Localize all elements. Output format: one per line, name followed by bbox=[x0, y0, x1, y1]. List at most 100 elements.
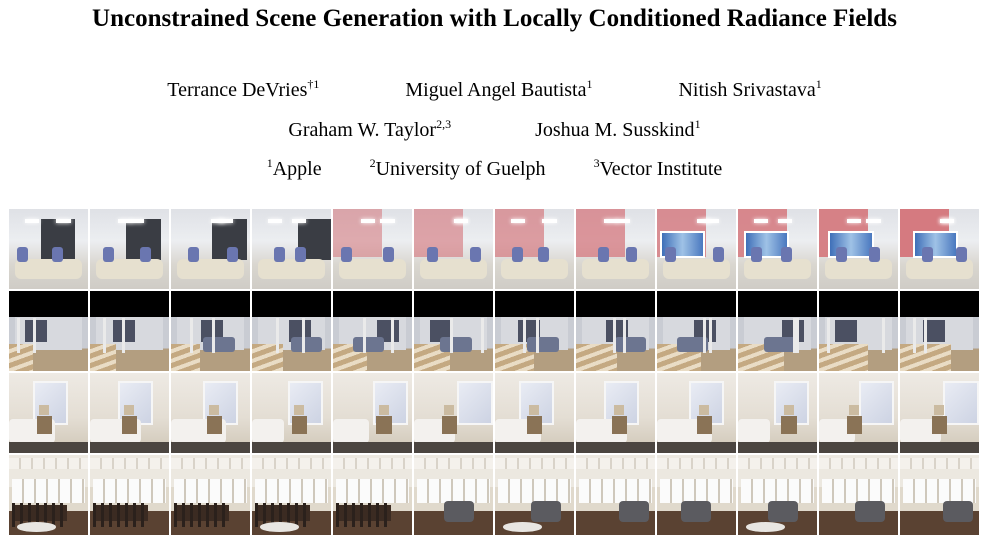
scene-frame-office-meeting-room bbox=[495, 209, 574, 289]
frame-detail bbox=[39, 405, 50, 415]
frame-detail bbox=[90, 458, 169, 470]
frame-detail bbox=[495, 441, 574, 453]
author-miguel-angel-bautista: Miguel Angel Bautista1 bbox=[405, 78, 592, 102]
frame-detail bbox=[768, 501, 799, 523]
frame-detail bbox=[713, 247, 725, 262]
scene-frame-dining-living-room bbox=[9, 455, 88, 535]
scene-frame-dark-room-with-stairs bbox=[414, 291, 493, 371]
frame-detail bbox=[582, 258, 649, 280]
frame-detail bbox=[777, 218, 792, 223]
frame-detail bbox=[103, 318, 107, 354]
frame-detail bbox=[528, 405, 540, 415]
scene-frame-dining-living-room bbox=[738, 455, 817, 535]
frame-detail bbox=[924, 318, 928, 354]
scene-frame-dining-living-room bbox=[819, 455, 898, 535]
frame-detail bbox=[615, 218, 630, 223]
scene-frame-bedroom bbox=[252, 373, 331, 453]
frame-detail bbox=[360, 218, 375, 223]
frame-detail bbox=[866, 218, 881, 223]
frame-detail bbox=[177, 258, 244, 280]
frame-detail bbox=[9, 441, 88, 453]
frame-detail bbox=[333, 458, 412, 470]
frame-detail bbox=[836, 247, 848, 262]
frame-detail bbox=[538, 247, 550, 262]
affiliation-mark: 2 bbox=[369, 156, 376, 170]
frame-detail bbox=[295, 247, 307, 262]
scene-frame-office-meeting-room bbox=[171, 209, 250, 289]
frame-detail bbox=[900, 291, 979, 317]
frame-detail bbox=[855, 501, 886, 523]
author-affiliation-mark: 1 bbox=[694, 117, 701, 131]
frame-detail bbox=[741, 479, 814, 503]
frame-detail bbox=[664, 247, 676, 262]
frame-detail bbox=[291, 416, 308, 434]
frame-detail bbox=[764, 337, 796, 352]
frame-detail bbox=[363, 318, 367, 354]
affiliation-university-of-guelph: 2University of Guelph bbox=[370, 157, 546, 181]
frame-detail bbox=[618, 501, 649, 523]
frame-detail bbox=[9, 291, 88, 317]
frame-detail bbox=[171, 458, 250, 470]
frame-detail bbox=[444, 405, 455, 415]
affiliation-mark: 1 bbox=[266, 156, 273, 170]
frame-detail bbox=[52, 247, 64, 262]
frame-detail bbox=[900, 441, 979, 453]
scene-frame-dark-room-with-stairs bbox=[171, 291, 250, 371]
paper-title: Unconstrained Scene Generation with Loca… bbox=[92, 5, 897, 32]
frame-detail bbox=[819, 458, 898, 470]
frame-detail bbox=[24, 218, 40, 223]
frame-detail bbox=[783, 405, 795, 415]
scene-frame-dark-room-with-stairs bbox=[9, 291, 88, 371]
frame-detail bbox=[15, 258, 82, 280]
frame-detail bbox=[12, 479, 85, 503]
frame-detail bbox=[453, 218, 468, 223]
frame-detail bbox=[444, 501, 475, 523]
frame-detail bbox=[517, 319, 541, 343]
frame-detail bbox=[102, 247, 114, 262]
frame-detail bbox=[457, 381, 493, 425]
frame-detail bbox=[352, 337, 385, 352]
affiliation-list: 1Apple 2University of Guelph 3Vector Ins… bbox=[0, 157, 989, 181]
frame-detail bbox=[16, 247, 28, 262]
scene-frame-dining-living-room bbox=[333, 455, 412, 535]
frame-detail bbox=[598, 247, 610, 262]
frame-detail bbox=[252, 291, 331, 317]
frame-detail bbox=[704, 218, 719, 223]
frame-detail bbox=[289, 319, 312, 343]
scene-frame-bedroom bbox=[819, 373, 898, 453]
frame-detail bbox=[846, 416, 863, 434]
frame-detail bbox=[680, 501, 711, 523]
scene-frame-dining-living-room bbox=[414, 455, 493, 535]
frame-detail bbox=[16, 522, 57, 532]
frame-detail bbox=[781, 247, 793, 262]
frame-detail bbox=[912, 231, 958, 258]
scene-frame-dining-living-room bbox=[657, 455, 736, 535]
frame-detail bbox=[274, 247, 286, 262]
frame-detail bbox=[933, 405, 945, 415]
frame-detail bbox=[481, 318, 485, 354]
frame-detail bbox=[9, 458, 88, 470]
frame-detail bbox=[378, 405, 390, 415]
frame-detail bbox=[9, 343, 33, 371]
scene-frame-dining-living-room bbox=[576, 455, 655, 535]
frame-detail bbox=[502, 522, 543, 532]
scene-frame-office-meeting-room bbox=[9, 209, 88, 289]
scene-frame-dark-room-with-stairs bbox=[495, 291, 574, 371]
frame-detail bbox=[174, 479, 247, 503]
frame-detail bbox=[745, 522, 786, 532]
frame-detail bbox=[702, 318, 706, 354]
frame-detail bbox=[660, 231, 706, 258]
frame-detail bbox=[828, 231, 874, 258]
frame-detail bbox=[527, 337, 559, 352]
frame-detail bbox=[738, 458, 817, 470]
frame-detail bbox=[441, 416, 458, 434]
frame-detail bbox=[210, 218, 225, 223]
frame-detail bbox=[576, 343, 618, 371]
scene-frame-office-meeting-room bbox=[414, 209, 493, 289]
frame-detail bbox=[206, 416, 223, 434]
frame-detail bbox=[495, 343, 534, 371]
frame-detail bbox=[429, 319, 452, 343]
frame-detail bbox=[171, 441, 250, 453]
teaser-figure-grid bbox=[9, 209, 979, 535]
author-name: Nitish Srivastava bbox=[678, 79, 816, 101]
